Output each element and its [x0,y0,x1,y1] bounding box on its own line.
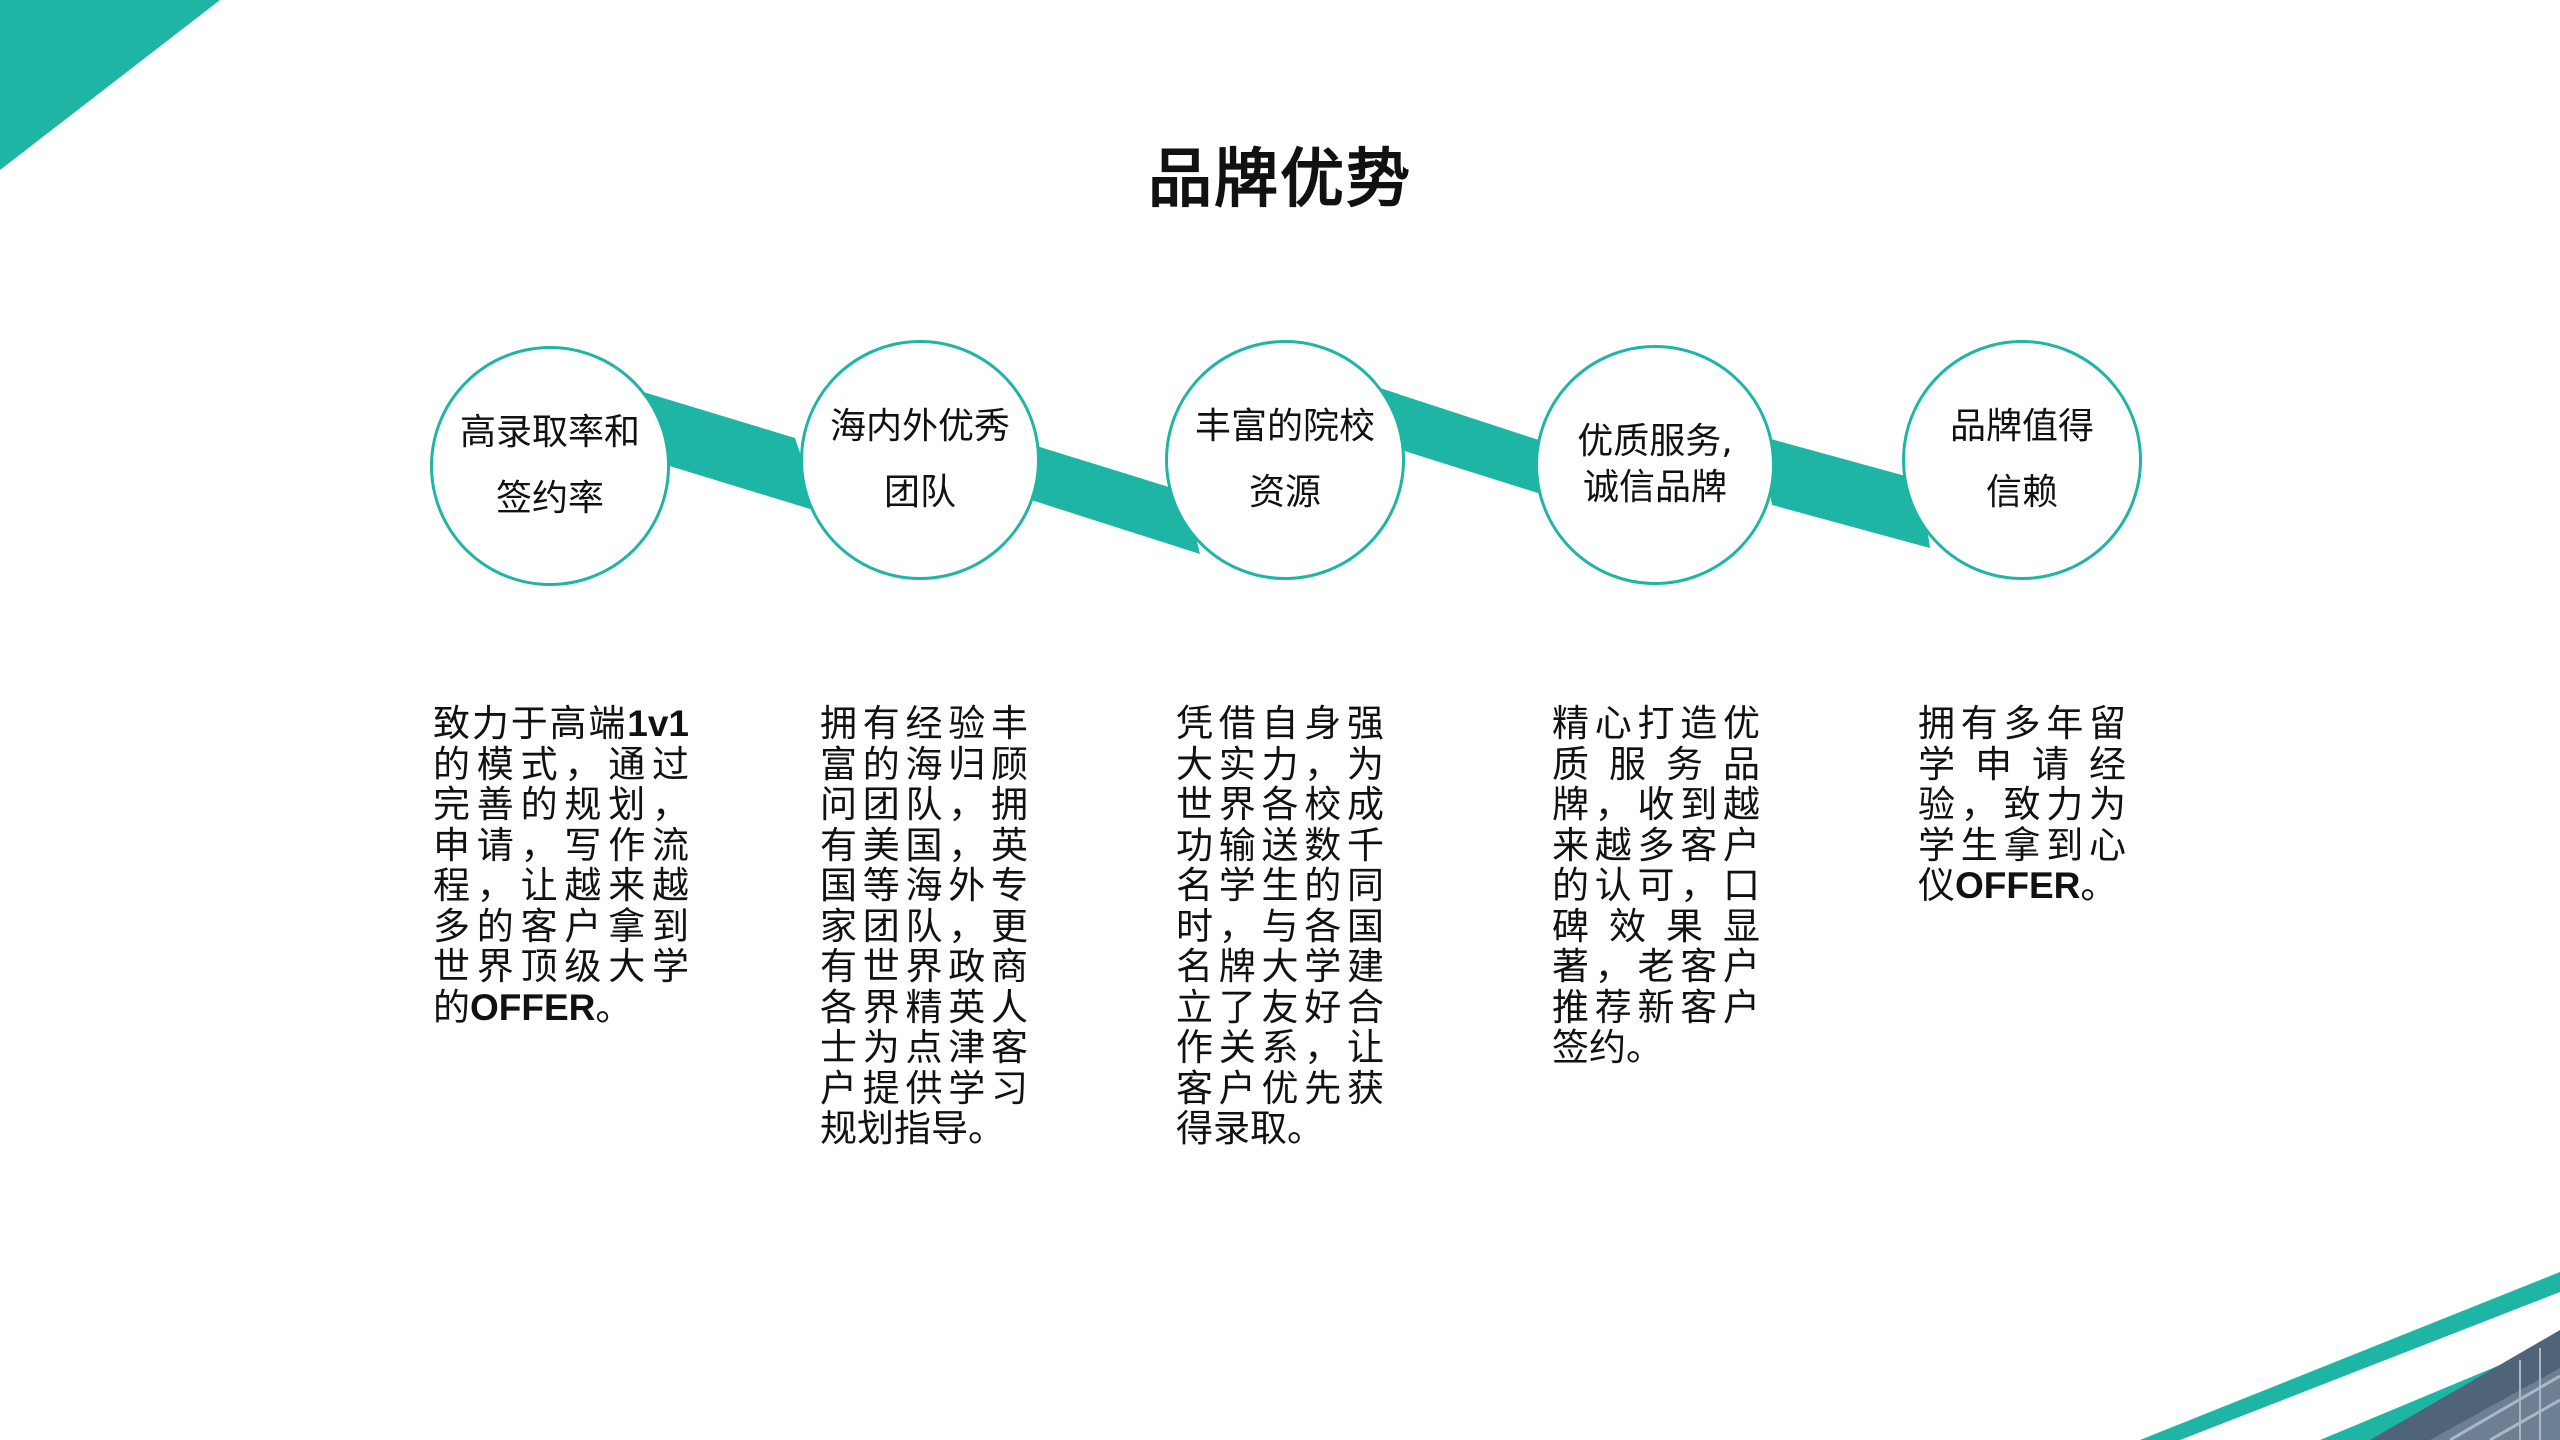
page-title: 品牌优势 [1148,143,1412,217]
desc-text: 。 [595,985,633,1029]
feature-circle-5: 品牌值得 信赖 [1902,340,2142,580]
desc-text: 。 [2080,864,2118,907]
feature-heading-line: 海内外优秀 [829,406,1010,447]
feature-heading-line: 丰富的院校 [1194,406,1375,447]
desc-text: 的模式，通过完善的规划，申请，写作流程，让越来越多的客户拿到世界顶级大学的 [433,742,689,1029]
feature-heading-line: 高录取率和 [459,412,640,453]
building-photo [2370,1330,2560,1440]
desc-text-bold: 1v1 [627,703,689,744]
corner-triangle-top-left [0,0,220,170]
feature-heading-line: 资源 [1248,472,1321,513]
feature-description-4: 精心打造优质服务品牌，收到越来越多客户的认可，口碑效果显著，老客户推荐新客户签约… [1552,702,1760,1069]
feature-heading-line: 诚信品牌 [1582,467,1727,508]
desc-text-bold: OFFER [470,986,596,1028]
feature-circle-1: 高录取率和 签约率 [430,346,670,586]
feature-description-2: 拥有经验丰富的海归顾问团队，拥有美国，英国等海外专家团队，更有世界政商各界精英人… [820,702,1028,1150]
feature-heading-line: 品牌值得 [1949,406,2094,447]
desc-text: 凭借自身强大实力，为世界各校成功输送数千名学生的同时，与各国名牌大学建立了友好合… [1176,702,1384,1150]
feature-description-3: 凭借自身强大实力，为世界各校成功输送数千名学生的同时，与各国名牌大学建立了友好合… [1176,702,1384,1150]
feature-description-1: 致力于高端1v1的模式，通过完善的规划，申请，写作流程，让越来越多的客户拿到世界… [433,702,689,1029]
feature-circle-4: 优质服务, 诚信品牌 [1535,345,1775,585]
desc-text: 拥有多年留学申请经验，致力为学生拿到心仪 [1918,702,2126,907]
connector-ribbon-1 [630,388,820,512]
desc-text: 拥有经验丰富的海归顾问团队，拥有美国，英国等海外专家团队，更有世界政商各界精英人… [820,702,1028,1150]
connector-ribbon-4 [1760,436,1930,548]
desc-text: 致力于高端 [433,702,628,745]
desc-text: 精心打造优质服务品牌，收到越来越多客户的认可，口碑效果显著，老客户推荐新客户签约… [1552,702,1760,1069]
feature-heading-line: 优质服务, [1577,421,1733,462]
feature-description-5: 拥有多年留学申请经验，致力为学生拿到心仪OFFER。 [1918,702,2126,907]
feature-heading-line: 信赖 [1985,472,2058,513]
desc-text-bold: OFFER [1955,865,2081,906]
feature-heading-line: 签约率 [495,478,604,519]
feature-circle-3: 丰富的院校 资源 [1165,340,1405,580]
connector-ribbon-3 [1380,388,1560,500]
feature-circle-2: 海内外优秀 团队 [800,340,1040,580]
corner-band-bottom-right [2140,1272,2560,1440]
feature-heading-line: 团队 [883,472,956,513]
